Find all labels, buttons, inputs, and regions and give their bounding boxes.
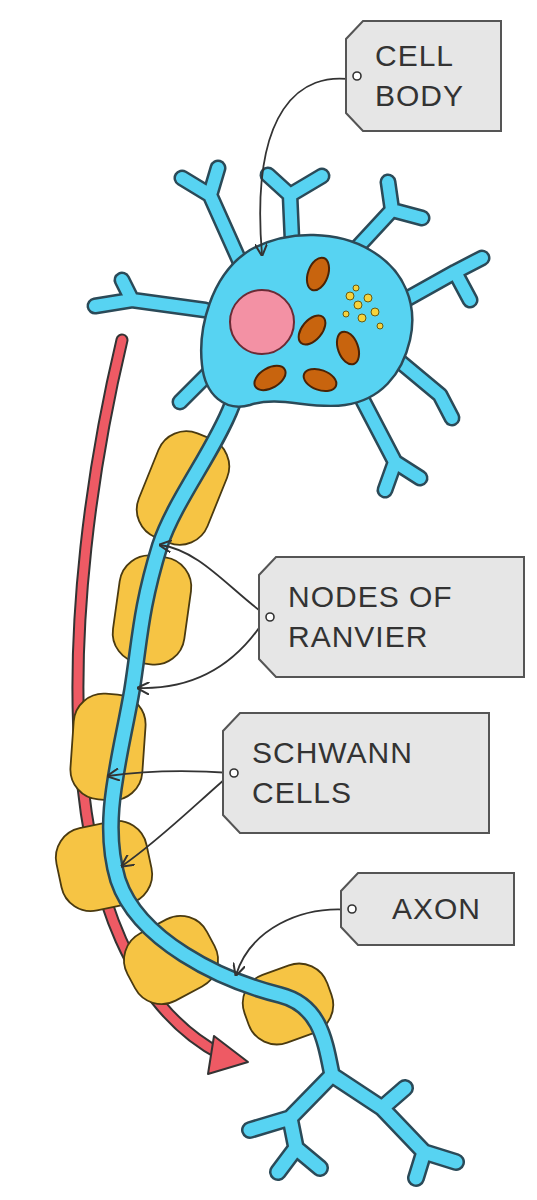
soma — [201, 235, 412, 407]
dendrite — [268, 175, 322, 240]
dendrite — [182, 168, 240, 262]
callout-label: CELL BODY — [375, 36, 490, 116]
mitochondrion — [250, 361, 289, 395]
mitochondrion — [301, 365, 340, 395]
dendrite — [360, 395, 420, 490]
dendrite — [360, 395, 420, 490]
dendrite — [355, 182, 422, 250]
vesicle — [377, 323, 383, 329]
vesicle — [364, 294, 372, 302]
arrow-head — [208, 1036, 248, 1074]
dendrite — [398, 360, 452, 418]
tag-outline — [222, 712, 490, 834]
vesicle — [354, 301, 362, 309]
tag-shape — [346, 21, 501, 131]
dendrite — [398, 360, 452, 418]
callout-tag: NODES OF RANVIER — [258, 556, 525, 678]
tag-shape — [259, 557, 524, 677]
callout-label: SCHWANN CELLS — [252, 733, 478, 813]
leader-line — [236, 909, 352, 975]
dendrites — [95, 168, 482, 490]
dendrite — [405, 258, 482, 300]
dendrite — [95, 280, 205, 310]
golgi-vesicles — [343, 285, 383, 329]
vesicle — [343, 311, 349, 317]
tag-hole — [348, 905, 356, 913]
vesicle — [371, 308, 379, 316]
tag-shape — [341, 873, 514, 945]
dendrite — [182, 168, 240, 262]
mitochondrion — [303, 255, 333, 294]
tag-hole — [266, 613, 274, 621]
callout-tag: CELL BODY — [345, 20, 502, 132]
tag-hole — [230, 769, 238, 777]
mitochondrion — [293, 311, 330, 350]
callout-label: NODES OF RANVIER — [288, 577, 513, 657]
dendrite — [95, 280, 205, 310]
mitochondrion — [333, 329, 363, 368]
leader-lines — [108, 79, 355, 975]
leader-line — [122, 773, 232, 866]
mitochondria — [250, 255, 363, 396]
tag-hole — [353, 72, 361, 80]
dendrite-fill — [95, 168, 482, 490]
leader-line — [108, 771, 232, 776]
nucleus — [230, 290, 294, 354]
dendrite — [405, 258, 482, 300]
callout-label: AXON — [392, 889, 481, 929]
dendrite — [268, 175, 322, 240]
soma-body — [201, 235, 412, 407]
leader-line — [138, 616, 267, 688]
vesicle — [358, 314, 366, 322]
callout-tag: SCHWANN CELLS — [222, 712, 490, 834]
vesicle — [353, 285, 359, 291]
vesicle — [346, 292, 354, 300]
tag-outline — [258, 556, 525, 678]
dendrite-outline — [95, 168, 482, 490]
leader-line — [260, 79, 355, 255]
tag-outline — [345, 20, 502, 132]
tag-shape — [223, 713, 489, 833]
callout-tag: AXON — [340, 872, 515, 946]
leader-line — [160, 545, 267, 616]
dendrite — [355, 182, 422, 250]
